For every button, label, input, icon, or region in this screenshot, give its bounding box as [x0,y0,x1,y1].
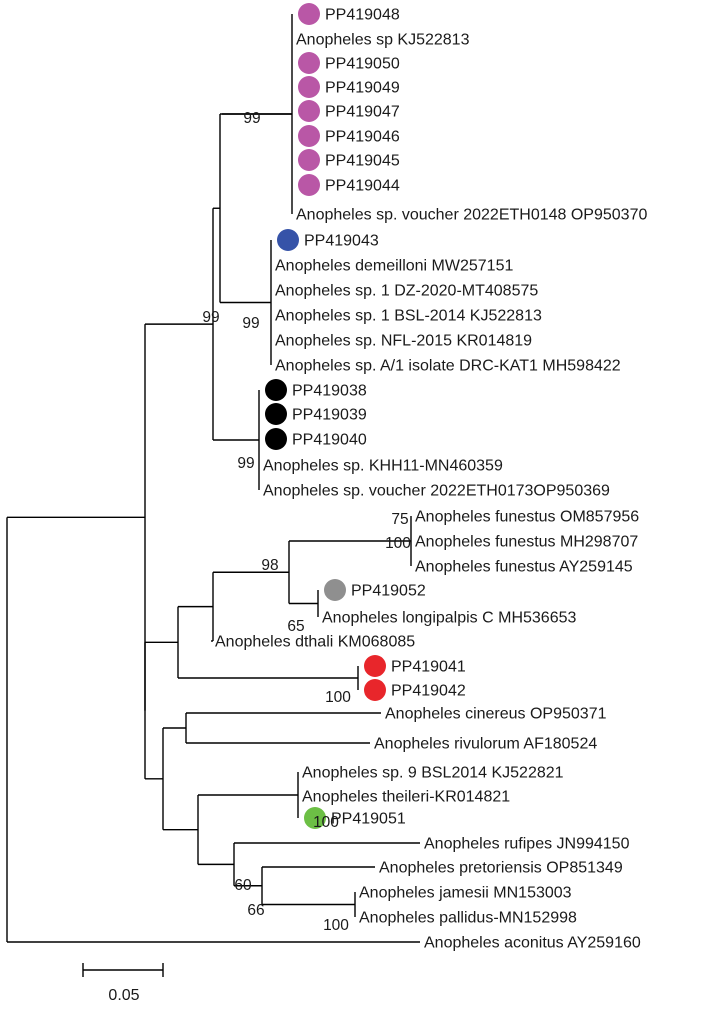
tree-branches [6,14,420,943]
tip-label: PP419042 [391,683,466,700]
tip-label: PP419045 [325,153,400,170]
bootstrap-value: 99 [237,455,254,472]
tip-label: Anopheles cinereus OP950371 [385,706,607,723]
tip-marker-magenta [298,125,320,147]
bootstrap-support-labels: 99 99 99 99 75 100 98 65 100 100 60 66 100 [202,110,411,934]
tip-label: Anopheles theileri-KR014821 [302,789,510,806]
bootstrap-value: 100 [325,689,351,706]
tip-label: Anopheles dthali KM068085 [215,634,415,651]
tip-label: Anopheles sp. voucher 2022ETH0173OP95036… [263,483,610,500]
scale-bar: 0.05 [82,963,164,1004]
bootstrap-value: 60 [234,877,252,894]
tip-label: PP419039 [292,407,367,424]
tip-label: PP419050 [325,56,400,73]
tip-label: PP419052 [351,583,426,600]
tip-label: Anopheles demeilloni MW257151 [275,258,513,275]
tip-marker-gray [324,579,346,601]
tip-label: PP419044 [325,178,400,195]
tip-label: Anopheles sp. 1 DZ-2020-MT408575 [275,283,538,300]
tip-label: PP419049 [325,80,400,97]
tip-marker-black [265,403,287,425]
tip-label: PP419038 [292,383,367,400]
bootstrap-value: 100 [323,917,349,934]
tip-label: Anopheles sp KJ522813 [296,32,470,49]
tip-label: Anopheles sp. 9 BSL2014 KJ522821 [302,765,564,782]
tip-marker-black [265,379,287,401]
tip-marker-magenta [298,52,320,74]
tip-label: PP419043 [304,233,379,250]
tip-label: Anopheles aconitus AY259160 [424,935,641,952]
tip-label: PP419051 [331,811,406,828]
tip-marker-red [364,655,386,677]
tip-label: Anopheles sp. KHH11-MN460359 [263,458,503,475]
bootstrap-value: 99 [242,315,259,332]
tip-label: Anopheles rufipes JN994150 [424,836,630,853]
bootstrap-value: 99 [243,110,260,127]
tip-marker-magenta [298,149,320,171]
tip-label: Anopheles pretoriensis OP851349 [379,860,623,877]
tip-marker-magenta [298,76,320,98]
tip-marker-magenta [298,100,320,122]
tip-label: Anopheles longipalpis C MH536653 [322,610,576,627]
tip-marker-black [265,428,287,450]
tip-label: Anopheles rivulorum AF180524 [374,736,597,753]
tip-label: PP419046 [325,129,400,146]
tip-label: Anopheles jamesii MN153003 [359,885,572,902]
bootstrap-value: 75 [391,511,408,528]
bootstrap-value: 65 [287,618,304,635]
bootstrap-value: 66 [247,902,264,919]
bootstrap-value: 100 [313,814,339,831]
tip-label: Anopheles sp. 1 BSL-2014 KJ522813 [275,308,542,325]
bootstrap-value: 100 [385,535,411,552]
tip-label: PP419047 [325,104,400,121]
tip-marker-magenta [298,3,320,25]
tip-marker-red [364,679,386,701]
tip-label: Anopheles sp. NFL-2015 KR014819 [275,333,532,350]
tip-marker-blue [277,229,299,251]
tip-label: Anopheles funestus AY259145 [415,559,633,576]
scale-bar-line [82,963,164,977]
tip-label: PP419041 [391,659,466,676]
tip-label: PP419040 [292,432,367,449]
tip-label: Anopheles sp. voucher 2022ETH0148 OP9503… [296,207,647,224]
tip-markers [265,3,386,829]
scale-bar-label: 0.05 [108,987,139,1004]
tip-label: PP419048 [325,7,400,24]
tip-label: Anopheles sp. A/1 isolate DRC-KAT1 MH598… [275,358,621,375]
tip-label: Anopheles funestus MH298707 [415,534,638,551]
tip-label: Anopheles pallidus-MN152998 [359,910,577,927]
tip-marker-magenta [298,174,320,196]
bootstrap-value: 99 [202,309,219,326]
bootstrap-value: 98 [261,557,278,574]
tip-label: Anopheles funestus OM857956 [415,509,639,526]
tip-marker-green [304,807,326,829]
